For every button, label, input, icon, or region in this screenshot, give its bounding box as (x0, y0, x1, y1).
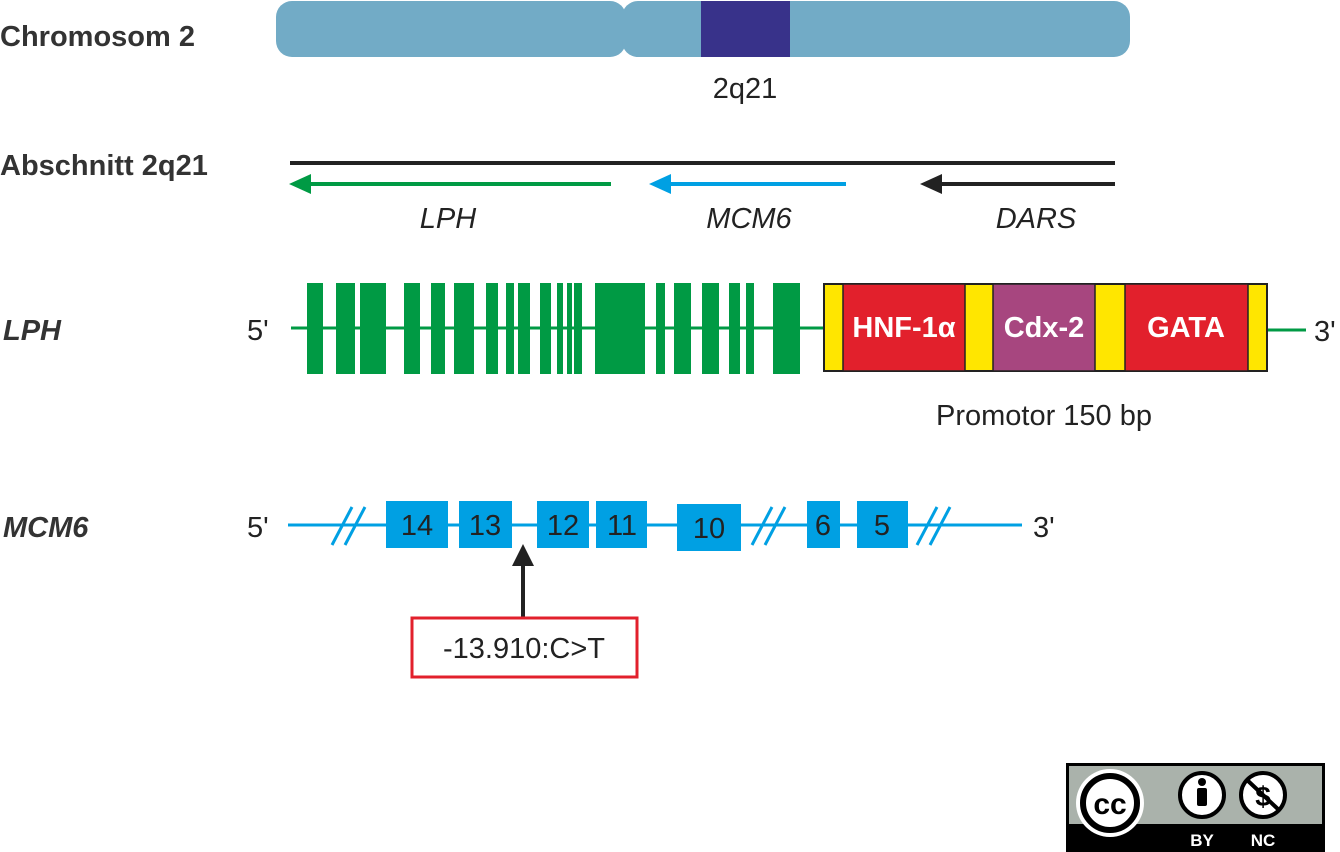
lph-five-prime: 5' (247, 315, 269, 347)
promoter-cdx2-label: Cdx-2 (1004, 312, 1085, 344)
chromosome-ideogram (276, 1, 1130, 57)
break-mark (763, 506, 787, 546)
promoter-gata-box (1124, 283, 1249, 372)
cc-icon-text: cc (1093, 788, 1126, 821)
lph-exon-5 (431, 283, 445, 374)
mcm6-exon-14: 14 (386, 501, 448, 548)
variant-marker: -13.910:C>T (410, 544, 639, 679)
break-mark (330, 506, 354, 546)
lph-exon-20 (773, 283, 800, 374)
mcm6-gene-arrow (649, 174, 846, 194)
lph-arrowhead (289, 174, 311, 194)
lph-exon-15 (656, 283, 665, 374)
lph-exon-10 (540, 283, 551, 374)
lph-exon-16 (674, 283, 691, 374)
lph-exon-17 (702, 283, 719, 374)
mcm6-three-prime: 3' (1033, 512, 1055, 544)
mcm6-break-marks (330, 506, 952, 546)
lph-exon-14 (595, 283, 645, 374)
lph-exon-8 (506, 283, 514, 374)
lph-exon-2 (336, 283, 355, 374)
dars-arrowhead (920, 174, 942, 194)
by-icon (1178, 771, 1226, 819)
badge-nc-label: NC (1251, 831, 1276, 850)
lph-exon-1 (307, 283, 323, 374)
break-mark (928, 506, 952, 546)
exon-label: 11 (607, 510, 637, 542)
break-mark (750, 506, 774, 546)
lph-exon-4 (404, 283, 420, 374)
lph-exons (307, 283, 800, 374)
mcm6-five-prime: 5' (247, 512, 269, 544)
mcm6-exon-10: 10 (677, 504, 741, 551)
mcm6-exon-5: 5 (857, 501, 908, 548)
break-mark (343, 506, 367, 546)
lph-exon-6 (454, 283, 474, 374)
lph-exon-13 (574, 283, 582, 374)
exon-label: 13 (469, 510, 501, 542)
promoter-gata-label: GATA (1147, 312, 1225, 344)
nc-strike (1244, 777, 1282, 813)
cc-icon: cc (1076, 769, 1144, 837)
lph-gene-arrow (289, 174, 611, 194)
license-badge: cc $ BY NC (1066, 763, 1325, 852)
lph-promoter: HNF-1α Cdx-2 GATA (823, 283, 1268, 372)
promoter-size-label: Promotor 150 bp (936, 400, 1152, 432)
mcm6-exon-11: 11 (596, 501, 647, 548)
variant-label: -13.910:C>T (443, 633, 605, 665)
nc-icon: $ (1239, 771, 1287, 819)
chromosome-label: Chromosom 2 (0, 21, 195, 53)
exon-label: 10 (693, 513, 725, 545)
promoter-hnf1a-box (842, 283, 966, 372)
dars-gene-arrow (920, 174, 1115, 194)
mcm6-exon-13: 13 (459, 501, 512, 548)
exon-label: 6 (815, 510, 831, 542)
chromosome-band-2q21 (701, 1, 790, 57)
mcm6-exon-6: 6 (807, 501, 840, 548)
promoter-hnf1a-label: HNF-1α (852, 312, 955, 344)
exon-label: 14 (401, 510, 433, 542)
badge-by-label: BY (1190, 831, 1214, 850)
chromosome-band-label: 2q21 (713, 73, 778, 105)
variant-arrowhead (512, 544, 534, 566)
break-mark (915, 506, 939, 546)
exon-label: 5 (874, 510, 890, 542)
lph-exon-11 (557, 283, 563, 374)
chromosome-p-arm (276, 1, 626, 57)
lph-exon-7 (486, 283, 498, 374)
mcm6-exons: 14 13 12 11 10 6 5 (386, 501, 908, 551)
variant-box (410, 616, 639, 679)
lph-exon-12 (567, 283, 572, 374)
lph-exon-3 (360, 283, 386, 374)
lph-exon-19 (746, 283, 754, 374)
lph-exon-9 (518, 283, 530, 374)
mcm6-arrowhead (649, 174, 671, 194)
mcm6-row-label: MCM6 (3, 512, 89, 544)
lph-row-label: LPH (3, 315, 62, 347)
dars-gene-name: DARS (996, 203, 1077, 235)
promoter-cdx2-box (992, 283, 1096, 372)
chromosome-q-arm (622, 1, 1130, 57)
lph-three-prime: 3' (1314, 316, 1336, 348)
exon-label: 12 (547, 510, 579, 542)
mcm6-gene-name: MCM6 (706, 203, 792, 235)
lph-gene-name: LPH (420, 203, 476, 235)
section-label: Abschnitt 2q21 (0, 150, 208, 182)
lph-exon-18 (729, 283, 740, 374)
mcm6-exon-12: 12 (537, 501, 589, 548)
